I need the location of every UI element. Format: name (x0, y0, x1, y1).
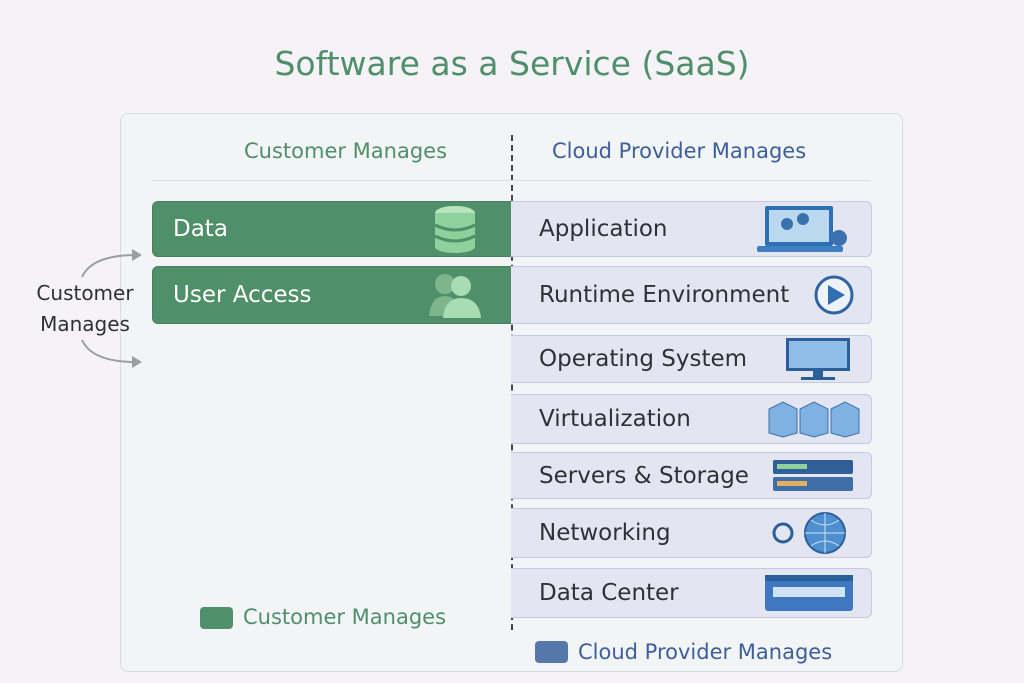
legend-provider-label: Cloud Provider Manages (578, 640, 833, 664)
row-label: User Access (173, 282, 312, 308)
curved-arrows-icon (81, 249, 142, 368)
database-icon (434, 206, 476, 253)
legend-provider-swatch (535, 641, 568, 663)
data-center-icon (765, 575, 853, 611)
side-label-line2: Manages (40, 312, 130, 336)
header-rule (152, 180, 870, 181)
users-icon (429, 274, 481, 318)
row-label: Data (173, 216, 228, 242)
row-label: Data Center (539, 580, 679, 606)
provider-row-operating-system: Operating System (511, 335, 872, 383)
side-label-line1: Customer (36, 281, 134, 305)
row-label: Application (539, 216, 668, 242)
customer-row-data: Data (152, 201, 512, 257)
row-label: Servers & Storage (539, 462, 749, 489)
provider-row-servers-storage: Servers & Storage (511, 452, 872, 499)
provider-header: Cloud Provider Manages (552, 139, 807, 163)
legend-customer-swatch (200, 607, 233, 629)
provider-row-application: Application (511, 201, 872, 257)
row-label: Networking (539, 520, 671, 546)
page-title: Software as a Service (SaaS) (274, 44, 750, 83)
customer-row-user-access: User Access (152, 266, 512, 324)
provider-row-networking: Networking (511, 508, 872, 558)
virtual-servers-icon (768, 401, 860, 438)
side-label: Customer Manages (20, 278, 150, 340)
provider-row-data-center: Data Center (511, 568, 872, 618)
legend-customer-label: Customer Manages (243, 605, 447, 629)
laptop-gears-icon (757, 206, 847, 252)
customer-header: Customer Manages (244, 139, 448, 163)
server-rack-icon (773, 459, 853, 491)
provider-row-runtime: Runtime Environment (511, 266, 872, 324)
globe-network-icon (772, 512, 846, 554)
row-label: Virtualization (539, 406, 691, 432)
row-label: Operating System (539, 346, 748, 372)
provider-row-virtualization: Virtualization (511, 394, 872, 444)
play-icon (814, 275, 854, 315)
row-label: Runtime Environment (539, 282, 790, 308)
monitor-icon (786, 338, 850, 380)
